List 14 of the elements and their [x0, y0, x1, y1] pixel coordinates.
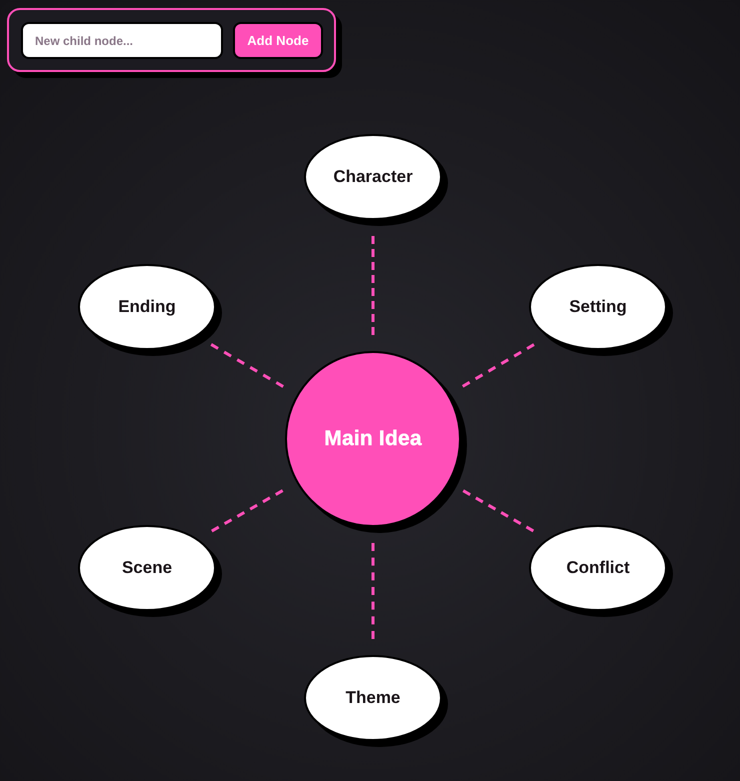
topic-label: Ending [118, 297, 176, 317]
dashed-connector [211, 489, 284, 532]
dashed-connector [210, 343, 284, 388]
topic-label: Setting [569, 297, 627, 317]
topic-label: Conflict [566, 558, 630, 578]
topic-label: Scene [122, 558, 172, 578]
add-node-button: Add Node [233, 22, 323, 59]
dashed-connector [462, 343, 535, 388]
dashed-connector [372, 543, 374, 639]
topic-label: Theme [346, 688, 400, 708]
text-input: New child node... [21, 22, 223, 59]
topic-label: Character [333, 167, 413, 187]
dashed-connector [372, 236, 374, 335]
central-topic-label: Main Idea [324, 427, 422, 451]
